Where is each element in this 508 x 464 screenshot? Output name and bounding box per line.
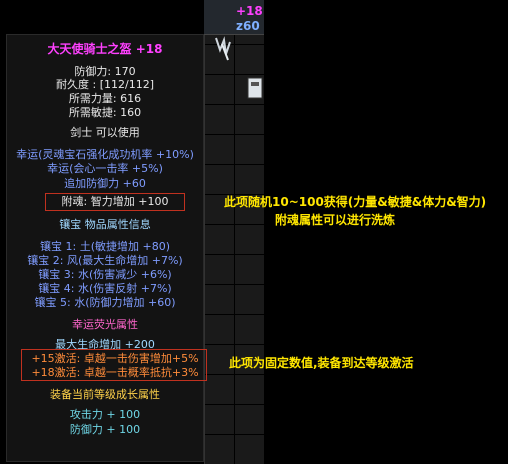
item-defense: 防御力: 170 [74,65,136,78]
inventory-slot-top[interactable] [204,0,264,35]
item-req-agi: 所需敏捷: 160 [68,106,142,119]
soul-bind-line: 附魂: 智力增加 +100 [45,193,185,211]
activation-note: 此项为固定数值,装备到达等级激活 [229,356,414,370]
growth-attack: 攻击力 + 100 [69,408,141,421]
item-title: 大天使骑士之盔 +18 [47,42,163,56]
item-durability: 耐久度 : [112/112] [56,78,154,91]
activation-box: +15激活: 卓越一击伤害增加+5% +18激活: 卓越一击概率抵抗+3% [21,349,207,381]
helmet-item-icon[interactable] [206,30,266,100]
socket-header: 镶宝 物品属性信息 [59,218,151,231]
socket-3: 镶宝 3: 水(伤害减少 +6%) [38,268,172,281]
activation-15: +15激活: 卓越一击伤害增加+5% [31,352,199,365]
luck-line-3: 追加防御力 +60 [64,177,146,190]
lucky-glow-header: 幸运荧光属性 [72,318,138,331]
soul-note-line-1: 此项随机10~100获得(力量&敏捷&体力&智力) [224,195,487,209]
item-z-badge: z60 [236,19,260,33]
socket-4: 镶宝 4: 水(伤害反射 +7%) [38,282,172,295]
item-class-req: 剑士 可以使用 [70,126,140,139]
luck-line-2: 幸运(会心一击率 +5%) [47,162,163,175]
inventory-grid[interactable] [204,0,265,464]
item-level-badge: +18 [236,4,263,18]
socket-2: 镶宝 2: 风(最大生命增加 +7%) [27,254,183,267]
activation-18: +18激活: 卓越一击概率抵抗+3% [31,366,199,379]
growth-defense: 防御力 + 100 [69,423,141,436]
growth-header: 装备当前等级成长属性 [50,388,160,401]
soul-note-line-2: 附魂属性可以进行洗炼 [275,213,396,227]
item-req-str: 所需力量: 616 [68,92,142,105]
socket-1: 镶宝 1: 土(敏捷增加 +80) [40,240,170,253]
item-tooltip: 大天使骑士之盔 +18 防御力: 170 耐久度 : [112/112] 所需力… [6,34,207,462]
lucky-glow-value: 最大生命增加 +200 [55,338,155,351]
socket-5: 镶宝 5: 水(防御力增加 +60) [34,296,176,309]
luck-line-1: 幸运(灵魂宝石强化成功机率 +10%) [16,148,194,161]
